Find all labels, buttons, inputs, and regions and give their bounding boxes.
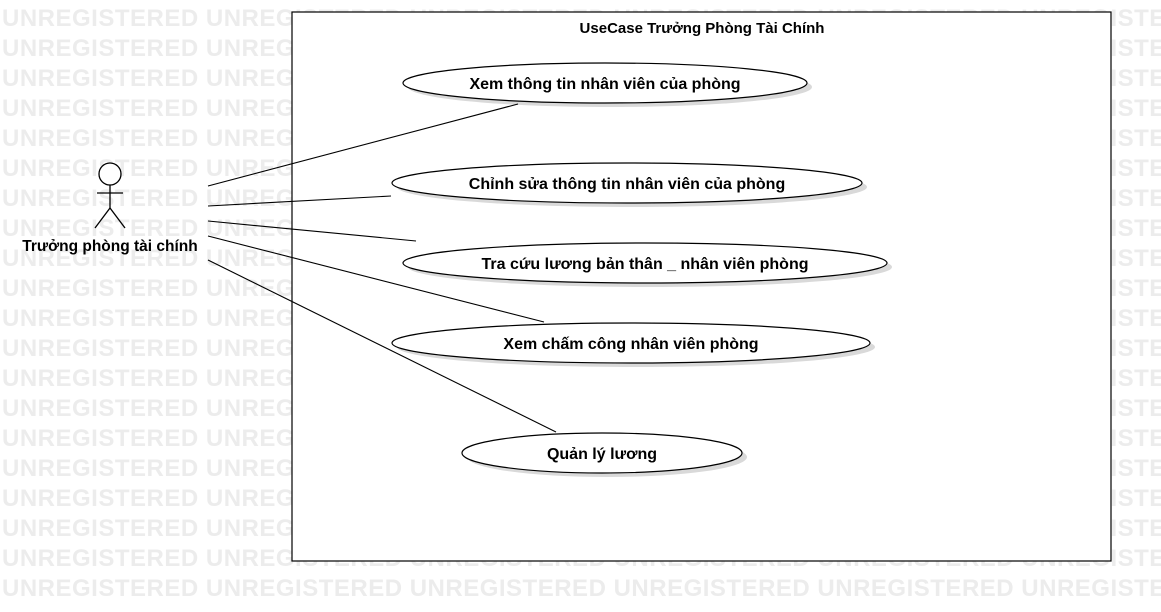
association-line [207,235,545,323]
association-line [207,220,417,242]
use-case-salary-management[interactable]: Quản lý lương [461,432,747,477]
system-title: UseCase Trưởng Phòng Tài Chính [580,20,825,37]
actor-name: Trưởng phòng tài chính [22,238,198,255]
use-case-label: Xem chấm công nhân viên phòng [503,336,758,353]
association-line [207,259,557,433]
use-case-view-employee-info[interactable]: Xem thông tin nhân viên của phòng [402,62,812,107]
use-case-salary-lookup[interactable]: Tra cứu lương bản thân _ nhân viên phòng [402,242,892,287]
association-line [207,103,519,187]
actor-stick-figure-icon[interactable] [94,162,126,229]
use-case-label: Tra cứu lương bản thân _ nhân viên phòng [481,256,808,273]
use-case-view-attendance[interactable]: Xem chấm công nhân viên phòng [391,322,875,367]
use-case-edit-employee-info[interactable]: Chỉnh sửa thông tin nhân viên của phòng [391,162,867,207]
use-case-label: Chỉnh sửa thông tin nhân viên của phòng [469,176,785,193]
use-case-label: Xem thông tin nhân viên của phòng [469,76,740,93]
association-line [207,195,392,207]
watermark-line: UNREGISTERED UNREGISTERED UNREGISTERED U… [2,575,1161,602]
use-case-label: Quản lý lương [547,446,657,463]
